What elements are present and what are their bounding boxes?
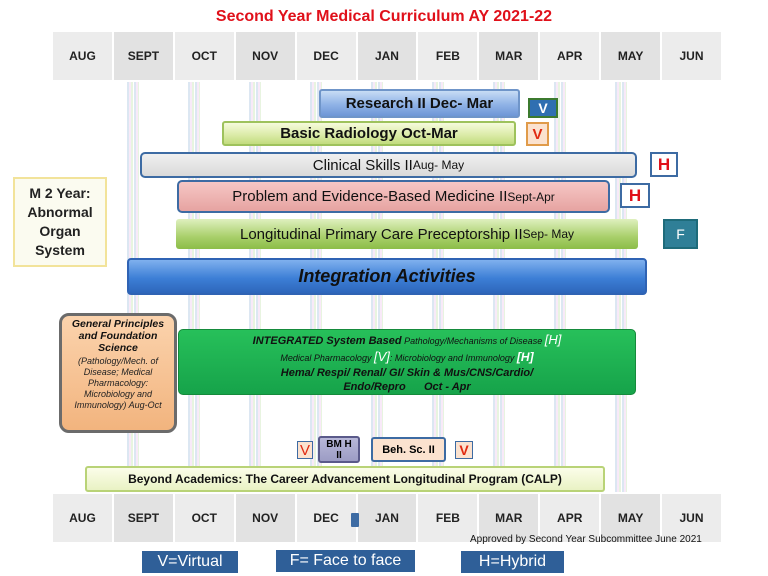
month-label: AUG [53,494,114,542]
badge-letter: V [532,125,543,143]
approval-note: Approved by Second Year Subcommittee Jun… [470,534,702,545]
month-label: APR [540,494,602,542]
integrated-pathology: Pathology/Mechanisms of Disease [401,336,545,346]
integrated-system-bar: INTEGRATED System Based Pathology/Mechan… [178,329,636,395]
month-label: DEC [296,494,358,542]
month-label: FEB [418,494,480,542]
pebm-bar: Problem and Evidence-Based Medicine II S… [177,180,610,213]
clinical-skills-dates: Aug- May [412,158,465,172]
behavioral-science-label: Beh. Sc. II [382,443,435,456]
badge-letter: H [657,154,671,174]
pebm-mode-badge: H [620,183,650,208]
research-mode-badge: V [528,98,558,118]
badge-letter: V [459,442,469,458]
month-label: JAN [357,494,419,542]
month-label: APR [540,32,602,80]
month-label: MAR [479,32,541,80]
lpc-mode-badge: F [663,219,698,249]
research-bar: Research II Dec- Mar [319,89,520,118]
month-label: OCT [174,494,236,542]
behsc-mode-badge: V [455,441,473,459]
legend-virtual-label: V=Virtual [157,553,223,570]
month-label: MAY [601,494,663,542]
badge-letter: V [299,441,310,459]
integrated-line-2: Medical Pharmacology [V]: Microbiology a… [179,349,635,366]
dec-marker [351,513,359,527]
month-label: AUG [53,32,114,80]
month-header-bottom: AUG SEPT OCT NOV DEC JAN FEB MAR APR MAY… [53,494,723,542]
integrated-tag-h: [H] [544,332,562,347]
general-principles-title: General Principles and Foundation Scienc… [71,318,165,354]
month-label: NOV [235,32,297,80]
month-label: SEPT [113,32,175,80]
radiology-bar: Basic Radiology Oct-Mar [222,121,516,146]
legend-hybrid-label: H=Hybrid [478,553,547,570]
month-label: NOV [235,494,297,542]
pebm-dates: Sept-Apr [507,189,555,204]
month-label: JUN [662,494,723,542]
month-label: SEPT [113,494,175,542]
radiology-mode-badge: V [526,122,549,146]
radiology-bar-label: Basic Radiology Oct-Mar [280,125,458,142]
integrated-pharmacology: Medical Pharmacology [280,353,374,363]
bmh-box: BM H II [318,436,360,463]
integrated-microbiology: : Microbiology and Immunology [389,353,517,363]
legend-face-label: F= Face to face [289,552,402,569]
month-label: OCT [174,32,236,80]
badge-letter: H [628,185,642,205]
integrated-tag-h2: [H] [516,350,534,364]
integrated-line-3: Hema/ Respi/ Renal/ GI/ Skin & Mus/CNS/C… [280,367,534,379]
integrated-tag-v: [V] [373,349,390,364]
integrated-line-4: Endo/Repro Oct - Apr [343,381,471,393]
month-label: DEC [296,32,358,80]
general-principles-box: General Principles and Foundation Scienc… [59,313,177,433]
calp-label: Beyond Academics: The Career Advancement… [128,472,562,486]
behavioral-science-box: Beh. Sc. II [371,437,446,462]
year-label-box: M 2 Year: Abnormal Organ System [13,177,107,267]
clinical-skills-bar: Clinical Skills II Aug- May [140,152,637,178]
integration-label: Integration Activities [298,266,476,286]
lpc-bar: Longitudinal Primary Care Preceptorship … [176,219,638,249]
badge-letter: V [538,100,548,116]
month-label: JAN [357,32,419,80]
clinical-skills-label: Clinical Skills II [312,156,413,174]
month-label: FEB [418,32,480,80]
legend-face-to-face: F= Face to face [276,550,415,572]
integrated-line-1: INTEGRATED System Based Pathology/Mechan… [179,332,635,349]
badge-letter: F [676,226,685,242]
legend-virtual: V=Virtual [142,551,238,573]
integration-bar: Integration Activities [127,258,647,295]
month-label: JUN [662,32,723,80]
bmh-label: BM H II [326,438,352,461]
month-label: MAY [601,32,663,80]
page-title: Second Year Medical Curriculum AY 2021-2… [215,8,553,25]
general-principles-detail: (Pathology/Mech. of Disease; Medical Pha… [74,356,162,410]
integrated-title: INTEGRATED System Based [252,335,402,347]
research-bar-label: Research II Dec- Mar [345,95,494,112]
month-label: MAR [479,494,541,542]
lpc-label: Longitudinal Primary Care Preceptorship … [240,225,523,243]
legend-hybrid: H=Hybrid [461,551,564,573]
pebm-label: Problem and Evidence-Based Medicine II [232,188,508,205]
calp-bar: Beyond Academics: The Career Advancement… [85,466,605,492]
lpc-dates: Sep- May [522,227,574,241]
month-header-top: AUG SEPT OCT NOV DEC JAN FEB MAR APR MAY… [53,32,723,80]
bmh-mode-badge: V [297,441,313,459]
clinical-mode-badge: H [650,152,678,177]
year-label: M 2 Year: Abnormal Organ System [27,185,93,258]
